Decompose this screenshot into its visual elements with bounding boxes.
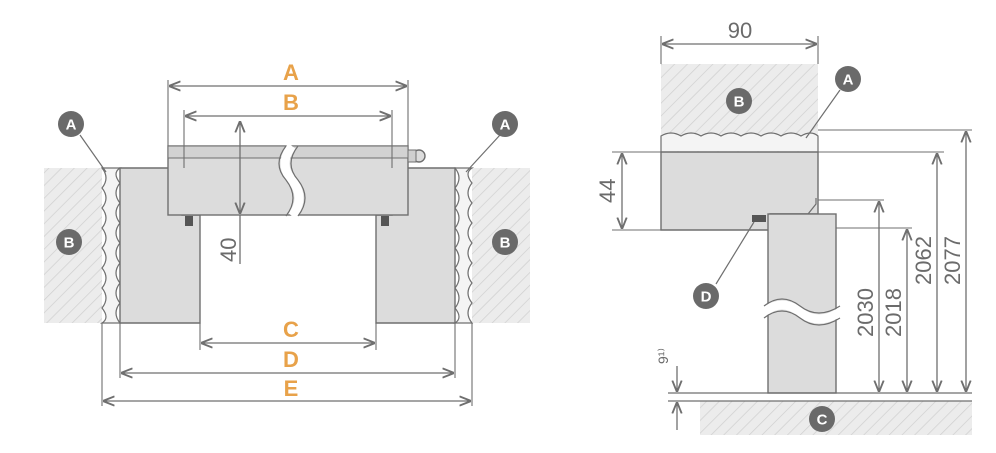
dim-label-90: 90 — [728, 18, 752, 43]
svg-text:A: A — [843, 72, 854, 89]
dim-label-b: B — [283, 90, 299, 115]
dim-label-2062: 2062 — [911, 236, 936, 285]
section-break-edge — [763, 298, 841, 326]
foam-right — [452, 167, 475, 324]
section-break — [761, 300, 843, 324]
dim-label-44: 44 — [595, 179, 620, 203]
badge-b-section: B — [726, 88, 752, 114]
section-dimension-lines — [622, 44, 966, 430]
svg-text:C: C — [817, 412, 828, 429]
dim-label-9: 9¹⁾ — [655, 348, 671, 364]
badge-a-section: A — [835, 66, 861, 92]
section-view: 90 44 9¹⁾ 2030 2018 2062 2077 A B C D — [595, 18, 972, 435]
plan-view: A B C D E 40 A A B B — [44, 60, 530, 406]
svg-text:B: B — [64, 235, 75, 252]
dim-label-40: 40 — [216, 238, 241, 262]
plan-dimension-lines — [104, 86, 470, 401]
badge-b-left: B — [56, 229, 82, 255]
dim-label-e: E — [284, 376, 299, 401]
leader-a-left — [79, 134, 107, 173]
dim-label-a: A — [283, 60, 299, 85]
svg-text:D: D — [701, 289, 712, 306]
badge-a-right: A — [492, 111, 518, 137]
badge-d-section: D — [693, 283, 719, 309]
svg-text:B: B — [734, 94, 745, 111]
dim-label-c: C — [283, 317, 299, 342]
leader-a-section — [805, 89, 841, 139]
svg-text:B: B — [500, 235, 511, 252]
hinge-base — [407, 149, 417, 163]
leader-a-right — [465, 134, 501, 173]
dim-label-d: D — [283, 347, 299, 372]
svg-text:A: A — [66, 117, 77, 134]
badge-b-right: B — [492, 229, 518, 255]
seal-left — [185, 216, 193, 226]
foam-left — [99, 167, 123, 324]
dim-label-2030: 2030 — [853, 288, 878, 337]
plan-extension-lines — [101, 80, 473, 406]
badge-c-section: C — [809, 406, 835, 432]
svg-text:A: A — [500, 117, 511, 134]
break-line-edge — [278, 145, 306, 217]
badge-a-left: A — [58, 111, 84, 137]
leader-d-section — [715, 221, 755, 285]
dim-label-2018: 2018 — [881, 288, 906, 337]
floor-slab — [700, 401, 972, 435]
seal-right — [381, 216, 389, 226]
dim-label-2077: 2077 — [940, 236, 965, 285]
seal-d — [752, 215, 766, 222]
break-line — [280, 143, 304, 219]
